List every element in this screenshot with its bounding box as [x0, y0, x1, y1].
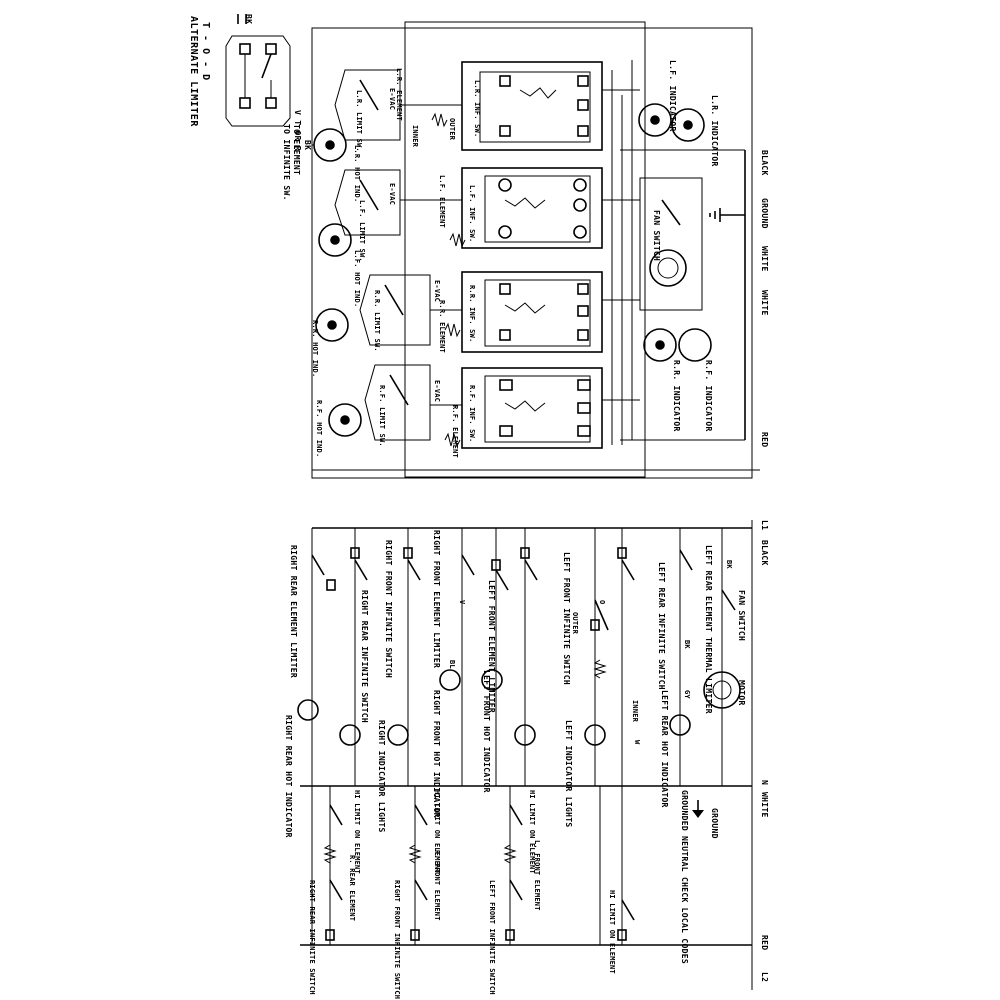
alt-limiter-v-t-or-r: V T OR R — [293, 110, 302, 151]
schem-lr-infinite-switch: LEFT REAR INFINITE SWITCH — [657, 562, 666, 690]
schem-left-indicator-lights: LEFT INDICATOR LIGHTS — [564, 720, 573, 828]
rr-limit-sw-label: R.R. LIMIT SW. — [373, 290, 381, 352]
schem-rf-element: R. FRONT ELEMENT — [433, 850, 441, 921]
lr-hot-ind-label: L.R. HOT IND. — [353, 145, 361, 203]
schematic-elements — [323, 659, 607, 864]
upper-hot-indicators — [313, 128, 362, 437]
alt-limiter-title: T - O - D — [200, 22, 211, 81]
upper-elements — [431, 112, 466, 448]
rr-inf-sw-label: R.R. INF. SW. — [468, 285, 476, 343]
lf-element-label: L.F. ELEMENT — [438, 175, 446, 228]
schem-motor: MOTOR — [737, 680, 746, 706]
wiring-frame — [311, 21, 760, 479]
supply-red: RED — [760, 432, 769, 448]
schem-grounded-neutral: GROUNDED NEUTRAL CHECK LOCAL CODES — [680, 790, 689, 964]
schem-lr-hot-indicator: LEFT REAR HOT INDICATOR — [660, 690, 669, 808]
outer-label: OUTER — [448, 118, 456, 141]
e-vac-label-3: E-VAC — [433, 280, 441, 303]
upper-wires — [312, 60, 640, 445]
supply-white-2: WHITE — [760, 290, 769, 316]
wire-bk-2: BK — [683, 640, 691, 649]
lr-inf-sw-label: L.R. INF. SW. — [473, 80, 481, 138]
wire-bk-1: BK — [725, 560, 733, 569]
wire-v-1: V — [458, 600, 466, 605]
wire-o-1: O — [598, 600, 606, 605]
rf-inf-sw-label: R.F. INF. SW. — [468, 385, 476, 443]
rf-limit-sw-label: R.F. LIMIT SW. — [378, 385, 386, 447]
lr-indicator-lamp — [671, 108, 705, 142]
schem-rr-inf-sw-2: RIGHT REAR INFINITE SWITCH — [308, 880, 316, 995]
rf-infinite-switch-box — [461, 367, 603, 449]
lr-element-label: L.R. ELEMENT — [395, 68, 403, 121]
schem-lf-infinite-switch: LEFT FRONT INFINITE SWITCH — [562, 552, 571, 686]
rf-element-label: R.F. ELEMENT — [451, 405, 459, 458]
schem-rr-hot-indicator: RIGHT REAR HOT INDICATOR — [284, 715, 293, 838]
schematic-switches — [311, 549, 736, 921]
schem-lf-inf-sw-2: LEFT FRONT INFINITE SWITCH — [488, 880, 496, 995]
lr-infinite-switch-box — [461, 61, 603, 151]
inner-label: INNER — [411, 125, 419, 148]
rr-element-label: R.R. ELEMENT — [438, 300, 446, 353]
wire-gy-1: GY — [683, 690, 691, 699]
schem-rf-element-limiter: RIGHT FRONT ELEMENT LIMITER — [432, 530, 441, 669]
lf-indicator-lamp — [638, 103, 672, 137]
schematic-contacts — [325, 547, 627, 941]
schem-l2: L2 — [760, 972, 769, 983]
alt-limiter-to-infinite: TO INFINITE SW. — [282, 124, 291, 201]
wire-w-1: W — [633, 740, 641, 745]
e-vac-label-2: E-VAC — [388, 183, 396, 206]
rr-indicator-label: R.R. INDICATOR — [672, 360, 681, 432]
schem-rf-infinite-switch: RIGHT FRONT INFINITE SWITCH — [384, 540, 393, 679]
e-vac-label-1: E-VAC — [388, 88, 396, 111]
schem-right-indicator-lights: RIGHT INDICATOR LIGHTS — [377, 720, 386, 833]
schem-rr-element: R. REAR ELEMENT — [348, 855, 356, 922]
schem-rr-element-limiter: RIGHT REAR ELEMENT LIMITER — [289, 545, 298, 679]
schem-outer: OUTER — [571, 612, 579, 635]
lf-hot-ind-label: L.F. HOT IND. — [353, 250, 361, 308]
schem-lf-hot-indicator: LEFT FRONT HOT INDICATOR — [482, 670, 491, 793]
lr-limit-sw-label: L.R. LIMIT SW. — [355, 90, 363, 152]
lr-indicator-label: L.R. INDICATOR — [710, 95, 719, 167]
supply-black: BLACK — [760, 150, 769, 176]
fan-motor — [639, 177, 703, 311]
schem-rf-inf-sw-2: RIGHT FRONT INFINITE SWITCH — [393, 880, 401, 1000]
schem-n: N — [760, 780, 769, 786]
fan-switch-label: FAN SWITCH — [652, 210, 661, 262]
alt-limiter-bk: BK — [303, 140, 312, 151]
lf-inf-sw-label: L.F. INF. SW. — [468, 185, 476, 243]
rf-hot-ind-label: R.F. HOT IND. — [315, 400, 323, 458]
schem-red: RED — [760, 935, 769, 951]
e-vac-label-4: E-VAC — [433, 380, 441, 403]
lf-infinite-switch-box — [461, 167, 603, 249]
schem-rr-infinite-switch: RIGHT REAR INFINITE SWITCH — [360, 590, 369, 724]
alt-limiter-subtitle: ALTERNATE LIMITER — [188, 16, 199, 127]
schem-white: WHITE — [760, 792, 769, 818]
schem-ground: GROUND — [710, 808, 719, 839]
lf-indicator-label: L.F. INDICATOR — [668, 60, 677, 132]
schem-l1: L1 — [760, 520, 769, 531]
alt-limiter-symbol-bk: BK — [244, 14, 253, 25]
rr-infinite-switch-box — [461, 271, 603, 353]
schem-hi-limit-1: HI LIMIT ON ELEMENT — [608, 890, 616, 974]
schem-black: BLACK — [760, 540, 769, 566]
schem-lr-thermal-limiter: LEFT REAR ELEMENT THERMAL LIMITER — [704, 545, 713, 714]
schem-lf-element: L. FRONT ELEMENT — [533, 840, 541, 911]
schematic-ground — [692, 800, 704, 818]
rr-hot-ind-label: R.R. HOT IND. — [311, 320, 319, 378]
schematic-lamps — [297, 669, 741, 746]
alternate-limiter-symbol — [225, 14, 291, 127]
schem-inner: INNER — [631, 700, 639, 723]
rf-indicator-label: R.F. INDICATOR — [704, 360, 713, 432]
upper-limit-switches — [334, 69, 431, 441]
supply-white-1: WHITE — [760, 246, 769, 272]
schem-fan-switch: FAN SWITCH — [737, 590, 746, 642]
supply-ground: GROUND — [760, 198, 769, 229]
schematic-rails — [300, 520, 753, 990]
ground-symbol — [709, 208, 745, 222]
wire-bl-1: BL — [448, 660, 456, 669]
rf-indicator-lamp — [643, 328, 712, 362]
